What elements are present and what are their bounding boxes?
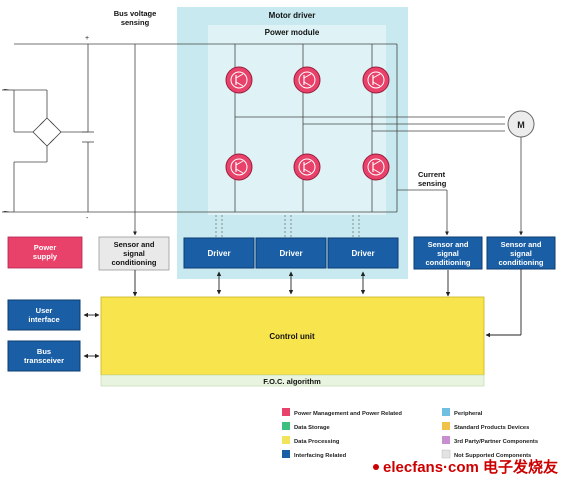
current-sensor-1-label-3: conditioning [426,258,471,267]
bus-voltage-label-2: sensing [121,18,150,27]
power-module-label: Power module [265,28,320,37]
user-interface-label-1: User [36,306,53,315]
igbt-icon [293,66,321,94]
legend-swatch [441,449,451,459]
legend-label: Data Processing [294,439,340,445]
rectifier-bridge [14,89,62,163]
driver-box [183,237,255,269]
current-sensor-2-label-2: signal [510,249,532,258]
driver-label-3: Driver [351,249,374,258]
current-sensor-1-label-2: signal [437,249,459,258]
legend-label: Not Supported Components [454,453,531,459]
watermark-dot-icon [373,464,379,470]
user-interface-label-2: interface [28,315,59,324]
igbt-icon [362,153,390,181]
bus-sensor-label-1: Sensor and [114,240,155,249]
current-sensor-1-label-1: Sensor and [428,240,469,249]
motor-label: M [517,120,525,130]
igbt-icon [362,66,390,94]
foc-algorithm-label: F.O.C. algorithm [263,377,321,386]
control-unit-label: Control unit [269,332,315,341]
legend-label: Data Storage [294,425,331,431]
user-interface-box [7,299,81,331]
legend-label: Peripheral [454,411,483,417]
legend-label: Standard Products Devices [454,425,529,431]
power-supply-box [7,236,83,269]
capacitor-minus-label: - [86,215,89,222]
motor-driver-label: Motor driver [269,11,316,20]
current-sensor-box-1 [413,236,483,270]
current-sensor-2-label-1: Sensor and [501,240,542,249]
watermark: elecfans·com 电子发烧友 [373,458,558,476]
current-sensor-box-2 [486,236,556,270]
legend-swatch [442,436,450,444]
driver-box [255,237,327,269]
legend-swatch [282,436,290,444]
driver-label-2: Driver [279,249,302,258]
legend-label: 3rd Party/Partner Components [454,439,538,445]
driver-boxes [183,237,399,269]
legend-swatch [282,450,290,458]
legend-swatch [442,408,450,416]
legend-label: Interfacing Related [294,453,347,459]
bus-sensor-label-2: signal [123,249,145,258]
igbt-icon [293,153,321,181]
capacitor-plus-label: + [85,35,89,42]
current-sensing-wiring [133,137,523,236]
bus-voltage-label-1: Bus voltage [114,9,157,18]
current-sensing-label-1: Current [418,170,446,179]
igbt-icon [225,66,253,94]
watermark-text: elecfans·com 电子发烧友 [383,458,558,476]
legend-swatch [282,422,290,430]
ac-input-top-symbol: ~ [3,85,9,96]
bus-transceiver-label-1: Bus [37,347,51,356]
power-supply-label-1: Power [34,243,57,252]
legend-swatch [282,408,290,416]
legend-swatch [442,422,450,430]
driver-label-1: Driver [207,249,230,258]
igbt-icon [225,153,253,181]
control-unit-box [100,296,485,376]
legend-label: Power Management and Power Related [294,411,402,417]
bus-transceiver-label-2: transceiver [24,356,64,365]
driver-box [327,237,399,269]
power-supply-label-2: supply [33,252,58,261]
power-module-region [208,25,386,215]
current-sensor-2-label-3: conditioning [499,258,544,267]
ac-input-bottom-symbol: ~ [3,207,9,218]
bus-sensor-box [98,236,170,271]
foc-algorithm-bar [100,374,485,387]
control-arrows [83,269,522,359]
igbt-transistors [225,66,390,181]
legend: Power Management and Power Related Perip… [282,408,538,459]
current-sensing-label-2: sensing [418,179,447,188]
bus-transceiver-box [7,340,81,372]
bus-sensor-label-3: conditioning [112,258,157,267]
